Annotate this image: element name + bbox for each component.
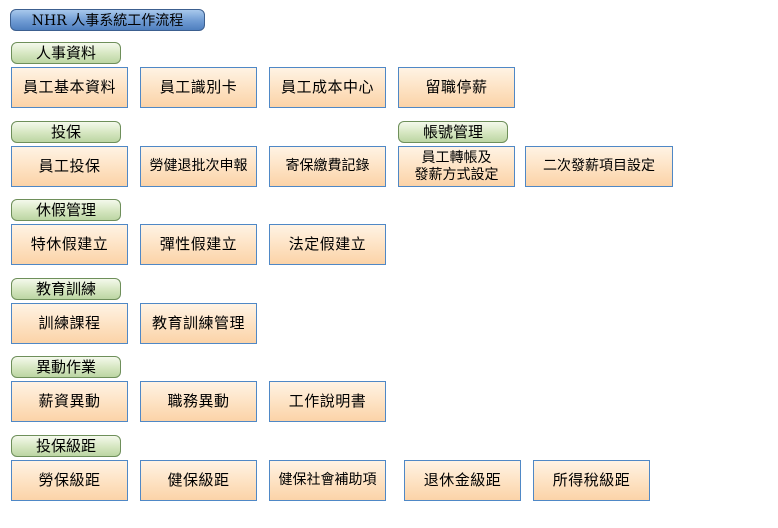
income-tax-grade-button[interactable]: 所得稅級距 xyxy=(533,460,650,501)
section-leave-label: 休假管理 xyxy=(11,199,121,221)
batch-insurance-declaration-button[interactable]: 勞健退批次申報 xyxy=(140,146,257,187)
health-insurance-grade-button[interactable]: 健保級距 xyxy=(140,460,257,501)
page-title: NHR 人事系統工作流程 xyxy=(10,9,205,31)
section-personnel-label: 人事資料 xyxy=(11,42,121,64)
salary-change-button[interactable]: 薪資異動 xyxy=(11,381,128,422)
leave-without-pay-button[interactable]: 留職停薪 xyxy=(398,67,515,108)
employee-basic-data-button[interactable]: 員工基本資料 xyxy=(11,67,128,108)
health-insurance-subsidy-button[interactable]: 健保社會補助項 xyxy=(269,460,386,501)
statutory-leave-setup-button[interactable]: 法定假建立 xyxy=(269,224,386,265)
employee-cost-center-button[interactable]: 員工成本中心 xyxy=(269,67,386,108)
second-payroll-items-button[interactable]: 二次發薪項目設定 xyxy=(525,146,673,187)
training-courses-button[interactable]: 訓練課程 xyxy=(11,303,128,344)
annual-leave-setup-button[interactable]: 特休假建立 xyxy=(11,224,128,265)
employee-id-card-button[interactable]: 員工識別卡 xyxy=(140,67,257,108)
employee-insurance-button[interactable]: 員工投保 xyxy=(11,146,128,187)
training-management-button[interactable]: 教育訓練管理 xyxy=(140,303,257,344)
labor-insurance-grade-button[interactable]: 勞保級距 xyxy=(11,460,128,501)
section-transfer-label: 異動作業 xyxy=(11,356,121,378)
section-account-label: 帳號管理 xyxy=(398,121,508,143)
position-change-button[interactable]: 職務異動 xyxy=(140,381,257,422)
employee-transfer-payment-method-button[interactable]: 員工轉帳及 發薪方式設定 xyxy=(398,146,515,187)
job-description-button[interactable]: 工作說明書 xyxy=(269,381,386,422)
flexible-leave-setup-button[interactable]: 彈性假建立 xyxy=(140,224,257,265)
insurance-payment-record-button[interactable]: 寄保繳費記錄 xyxy=(269,146,386,187)
section-grades-label: 投保級距 xyxy=(11,435,121,457)
pension-grade-button[interactable]: 退休金級距 xyxy=(404,460,521,501)
section-insurance-label: 投保 xyxy=(11,121,121,143)
section-training-label: 教育訓練 xyxy=(11,278,121,300)
